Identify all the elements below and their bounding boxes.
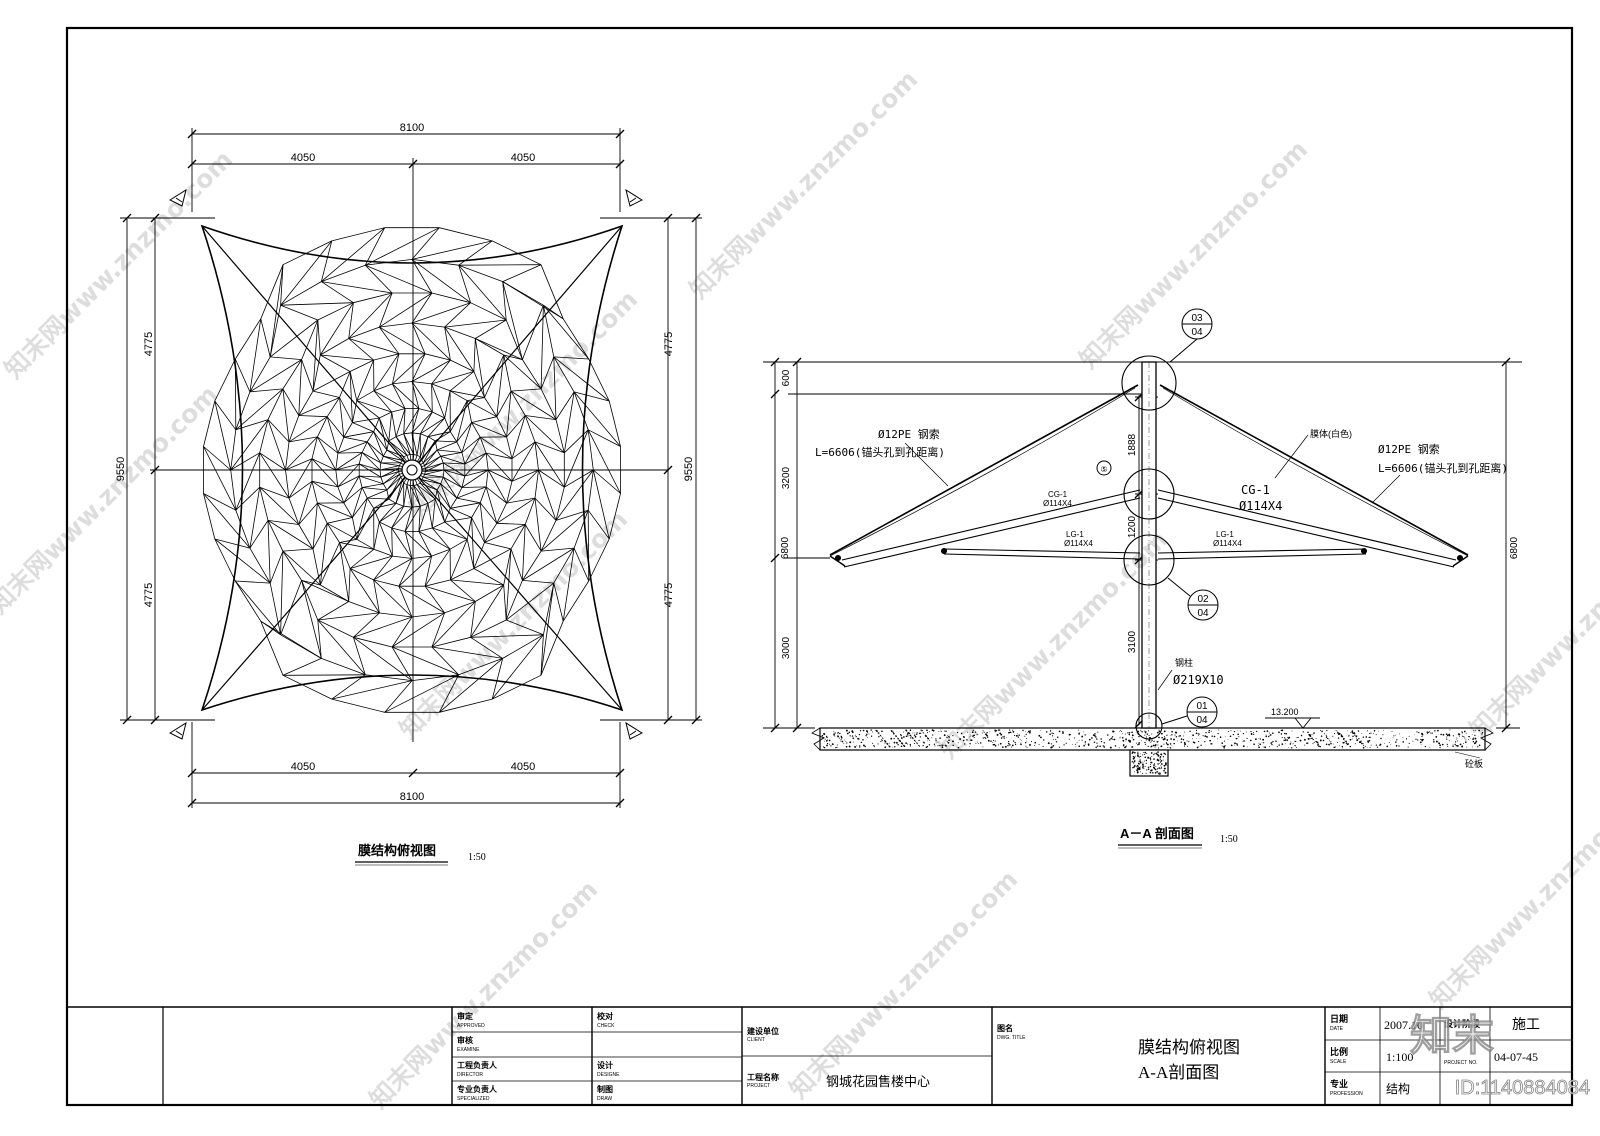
watermark-text: 知末网www.znzmo.com [1464,505,1600,745]
sec-dim-col-3100: 3100 [1127,630,1138,653]
watermark-layer: 知末网www.znzmo.com 知末网www.znzmo.com 知末网www… [0,65,1600,1115]
detail-top-sheet: 04 [1191,327,1203,338]
strut-lg-right-size: Ø114X4 [1213,539,1242,548]
tb-designe-cn: 设计 [597,1060,613,1070]
plan-dim-right-total: 9550 [683,457,695,481]
strut-cg-left: CG-1 [1048,490,1068,499]
cable-left-length: L=6606(锚头孔到孔距离) [815,445,945,459]
slab-label: 砼板 [1465,758,1483,769]
sec-dim-right-total: 6800 [1509,536,1520,559]
watermark-text: 知末网www.znzmo.com [784,865,1024,1105]
strut-cg-left-size: Ø114X4 [1043,499,1072,508]
watermark-text: 知末网www.znzmo.com [364,875,604,1115]
column-size: Ø219X10 [1173,673,1224,687]
tb-scale-cn: 比例 [1330,1046,1348,1057]
tb-check-en: CHECK [597,1023,615,1029]
tb-project-cn: 工程名称 [747,1072,779,1082]
plan-dim-left-lower: 4775 [143,583,155,607]
tb-projno-value: 04-07-45 [1494,1050,1538,1064]
detail-top-number: 03 [1191,313,1203,324]
tb-project-name: 钢城花园售楼中心 [826,1074,930,1089]
tb-date-en: DATE [1330,1026,1344,1032]
tb-draw-en: DRAW [597,1096,612,1102]
detail-mid-number: 02 [1197,594,1209,605]
strut-lg-left-size: Ø114X4 [1064,539,1093,548]
detail-bot-sheet: 04 [1196,715,1208,726]
section-view: 600 3200 3000 6800 6800 1888 1200 3100 1… [763,309,1522,848]
watermark-text: 知末网www.znzmo.com [684,65,924,305]
tb-dwg-title-cn: 图名 [997,1023,1013,1033]
tb-specialized-cn: 专业负责人 [457,1084,498,1094]
tb-prof-en: PROFESSION [1330,1091,1363,1097]
plan-title: 膜结构俯视图 [358,843,436,858]
tb-director-en: DIRECTOR [457,1072,483,1078]
tb-prof-cn: 专业 [1330,1078,1348,1089]
strut-lg-right: LG-1 [1216,530,1234,539]
cable-right-length: L=6606(锚头孔到孔距离) [1378,461,1508,475]
plan-view: 8100 4050 4050 4050 4050 8100 9550 4775 … [115,122,702,865]
plan-dim-right-lower: 4775 [663,583,675,607]
tb-client-en: CLIENT [747,1037,765,1043]
ground-slab [812,728,1493,776]
tb-project-en: PROJECT [747,1083,770,1089]
tb-specialized-en: SPECIALIZED [457,1096,490,1102]
tb-client-cn: 建设单位 [746,1026,779,1036]
tb-examine-en: EXAMINE [457,1047,480,1053]
watermark-logo: 知末 [1410,1012,1494,1059]
plan-dim-bottom-right: 4050 [511,761,535,773]
strut-cg-right-size: Ø114X4 [1239,499,1282,513]
column-label: 钢柱 [1175,657,1193,668]
sec-dim-left-middle: 3200 [781,466,792,489]
cable-right-label: Ø12PE 钢索 [1378,442,1440,456]
tb-draw-cn: 制图 [597,1084,613,1094]
membrane-label: 膜体(白色) [1310,428,1352,439]
center-hub [402,460,422,480]
cable-left-label: Ø12PE 钢索 [878,427,940,441]
small-detail-mark: ⑤ [1100,465,1107,474]
tb-dwg-title-2: A-A剖面图 [1138,1063,1219,1082]
plan-dim-right-upper: 4775 [663,332,675,356]
plan-dim-top-left: 4050 [291,152,315,164]
tb-check-cn: 校对 [597,1011,613,1021]
sec-dim-left-bottom: 3000 [781,636,792,659]
plan-dim-top-total: 8100 [400,122,424,134]
sec-dim-left-total: 6800 [780,536,791,559]
tb-date-cn: 日期 [1330,1013,1348,1024]
title-block-labels: 审定 APPROVED 审核 EXAMINE 工程负责人 DIRECTOR 专业… [457,1011,1540,1102]
plan-scale: 1:50 [468,852,486,863]
sec-dim-col-1200: 1200 [1127,515,1138,538]
tb-scale-en: SCALE [1330,1059,1347,1065]
elevation-marker [1265,718,1320,728]
sec-dim-left-top: 600 [781,369,792,386]
sec-dim-col-1888: 1888 [1127,433,1138,456]
tb-projno-en: PROJECT NO. [1444,1060,1478,1066]
detail-bot-number: 01 [1196,701,1208,712]
tb-designe-en: DESIGNE [597,1072,620,1078]
plan-dim-left-upper: 4775 [143,332,155,356]
section-title: A－A 剖面图 [1120,826,1194,841]
section-scale: 1:50 [1220,834,1238,845]
elevation-label: 13.200 [1271,707,1299,717]
strut-cg-right: CG-1 [1241,483,1270,497]
tb-dwg-title-1: 膜结构俯视图 [1138,1038,1240,1057]
detail-mid-sheet: 04 [1197,608,1209,619]
tb-dwg-title-en: DWG. TITLE [997,1035,1026,1041]
strut-lg-left: LG-1 [1066,530,1084,539]
tb-prof-value: 结构 [1386,1081,1410,1096]
plan-dim-bottom-left: 4050 [291,761,315,773]
tb-director-cn: 工程负责人 [457,1060,498,1070]
watermark-text: 知末网www.znzmo.com [0,145,238,385]
tb-phase-value: 施工 [1512,1017,1540,1033]
plan-dim-bottom-total: 8100 [400,791,424,803]
plan-dim-top-right: 4050 [511,152,535,164]
watermark-text: 知末网www.znzmo.com [0,380,223,620]
watermark-text: 知末网www.znzmo.com [1424,775,1600,1015]
watermark-id: ID:1140884084 [1455,1077,1590,1099]
watermark-text: 知末网www.znzmo.com [394,505,634,745]
